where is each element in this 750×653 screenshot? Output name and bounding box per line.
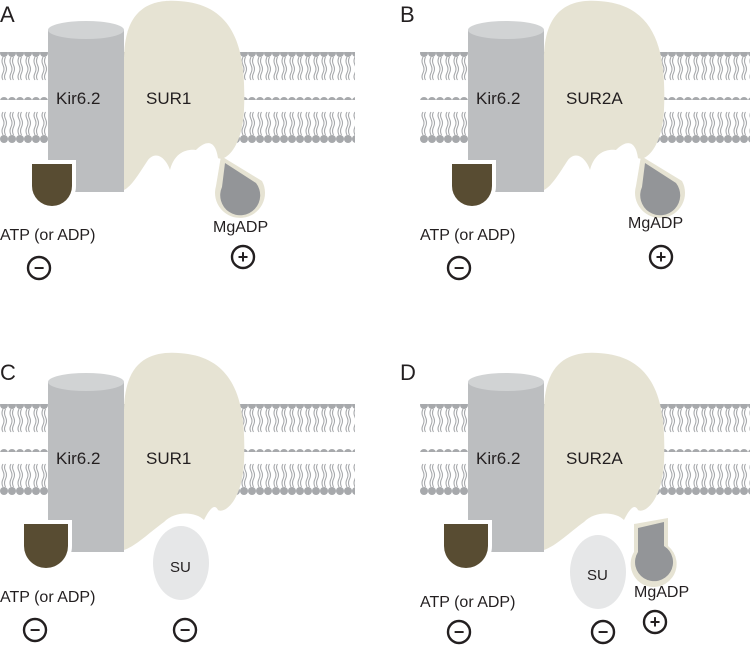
svg-text:−: − xyxy=(598,622,609,642)
channel-label: Kir6.2 xyxy=(476,449,520,468)
svg-text:−: − xyxy=(454,258,465,278)
mgadp-ligand xyxy=(630,518,677,587)
mgadp-ligand xyxy=(635,156,686,218)
mgadp-ligand xyxy=(215,156,266,218)
atp-label: ATP (or ADP) xyxy=(420,594,515,611)
panel-b: B Kir6.2 SUR2A ATP (or ADP) MgADP − + xyxy=(400,0,750,281)
atp-ligand xyxy=(20,520,72,572)
svg-text:−: − xyxy=(34,258,45,278)
su-label: SU xyxy=(587,567,608,584)
receptor-label: SUR2A xyxy=(566,449,623,468)
svg-text:−: − xyxy=(30,620,41,640)
panel-letter: A xyxy=(0,2,15,27)
panel-letter: B xyxy=(400,2,415,27)
svg-text:+: + xyxy=(238,247,249,267)
panel-a: A Kir6.2 SUR1 ATP (or ADP) MgADP − + xyxy=(0,0,355,281)
atp-ligand xyxy=(448,160,496,210)
panel-c: C Kir6.2 SUR1 SU ATP (or ADP) − − xyxy=(0,352,355,643)
mgadp-activation-symbol: + xyxy=(648,244,674,270)
svg-text:−: − xyxy=(454,622,465,642)
panel-letter: D xyxy=(400,360,416,385)
atp-inhibition-symbol: − xyxy=(22,617,48,643)
mgadp-activation-symbol: + xyxy=(642,609,668,635)
sur-receptor xyxy=(544,352,665,550)
receptor-label: SUR1 xyxy=(146,89,191,108)
channel-label: Kir6.2 xyxy=(56,89,100,108)
channel-label: Kir6.2 xyxy=(476,89,520,108)
atp-label: ATP (or ADP) xyxy=(0,227,95,244)
mgadp-label: MgADP xyxy=(213,219,268,236)
atp-label: ATP (or ADP) xyxy=(0,589,95,606)
atp-ligand xyxy=(440,520,492,572)
panel-d: D Kir6.2 SUR2A SU ATP (or ADP) MgADP − −… xyxy=(400,352,750,645)
receptor-label: SUR2A xyxy=(566,89,623,108)
atp-inhibition-symbol: − xyxy=(446,619,472,645)
su-ligand xyxy=(566,531,630,613)
atp-ligand xyxy=(28,160,76,210)
atp-inhibition-symbol: − xyxy=(26,255,52,281)
svg-text:−: − xyxy=(180,620,191,640)
su-label: SU xyxy=(170,559,191,576)
mgadp-label: MgADP xyxy=(634,584,689,601)
atp-label: ATP (or ADP) xyxy=(420,227,515,244)
channel-label: Kir6.2 xyxy=(56,449,100,468)
mgadp-activation-symbol: + xyxy=(230,244,256,270)
sur-receptor xyxy=(544,0,665,190)
su-ligand xyxy=(149,522,213,604)
receptor-label: SUR1 xyxy=(146,449,191,468)
panel-letter: C xyxy=(0,360,16,385)
kir-channel xyxy=(468,373,544,552)
sur-receptor xyxy=(124,0,245,190)
svg-text:+: + xyxy=(650,612,661,632)
mgadp-label: MgADP xyxy=(628,215,683,232)
sur-receptor xyxy=(124,352,245,550)
atp-inhibition-symbol: − xyxy=(446,255,472,281)
su-inhibition-symbol: − xyxy=(172,617,198,643)
svg-text:+: + xyxy=(656,247,667,267)
su-inhibition-symbol: − xyxy=(590,619,616,645)
